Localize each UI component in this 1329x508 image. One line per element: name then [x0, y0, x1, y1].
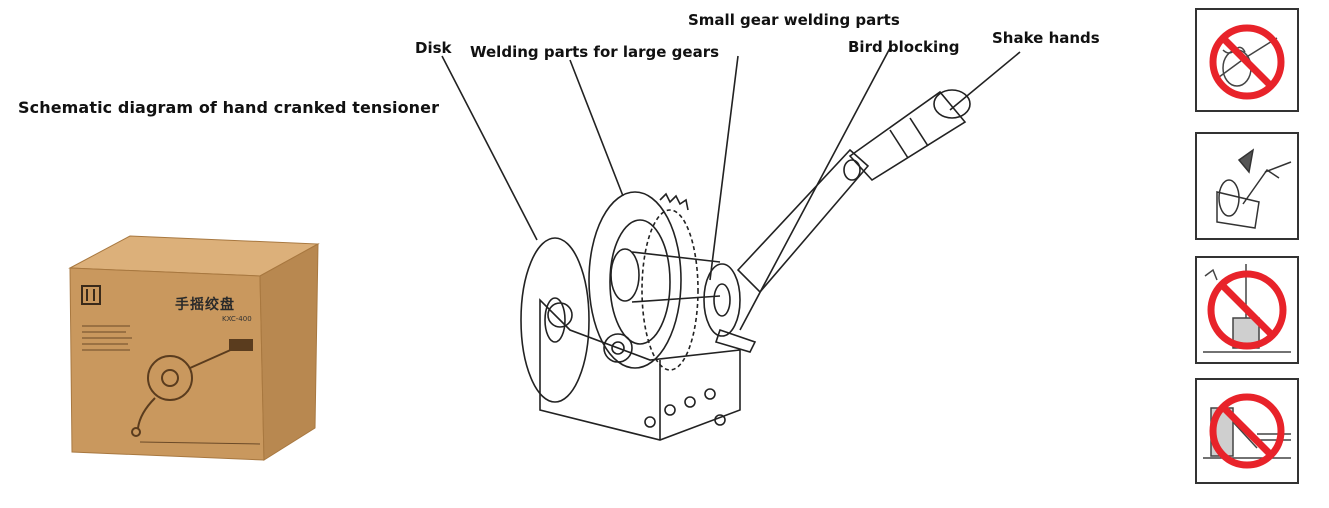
callout-small-gear: Small gear welding parts [688, 11, 900, 29]
box-model-number: KXC-400 [222, 315, 252, 323]
box-product-name: 手摇绞盘 [175, 297, 235, 313]
no-lifting-icon [1195, 256, 1299, 364]
small-gear-leader-line [709, 55, 739, 281]
large-gear-leader-line [569, 59, 624, 197]
brand-logo-icon [81, 285, 101, 305]
callout-disk: Disk [415, 39, 452, 57]
callout-bird-blocking: Bird blocking [848, 38, 960, 56]
page-title: Schematic diagram of hand cranked tensio… [18, 98, 440, 117]
product-box-image [60, 228, 320, 468]
no-hand-in-gear-icon [1195, 8, 1299, 112]
winch-schematic [441, 47, 1021, 441]
shake-hands-leader-line [949, 51, 1021, 111]
disk-leader-line [441, 55, 538, 241]
no-side-pull-icon [1195, 378, 1299, 484]
winch-usage-icon [1195, 132, 1299, 240]
callout-large-gear: Welding parts for large gears [470, 43, 720, 61]
bird-blocking-leader-line [739, 47, 891, 331]
callout-shake-hands: Shake hands [992, 29, 1100, 47]
